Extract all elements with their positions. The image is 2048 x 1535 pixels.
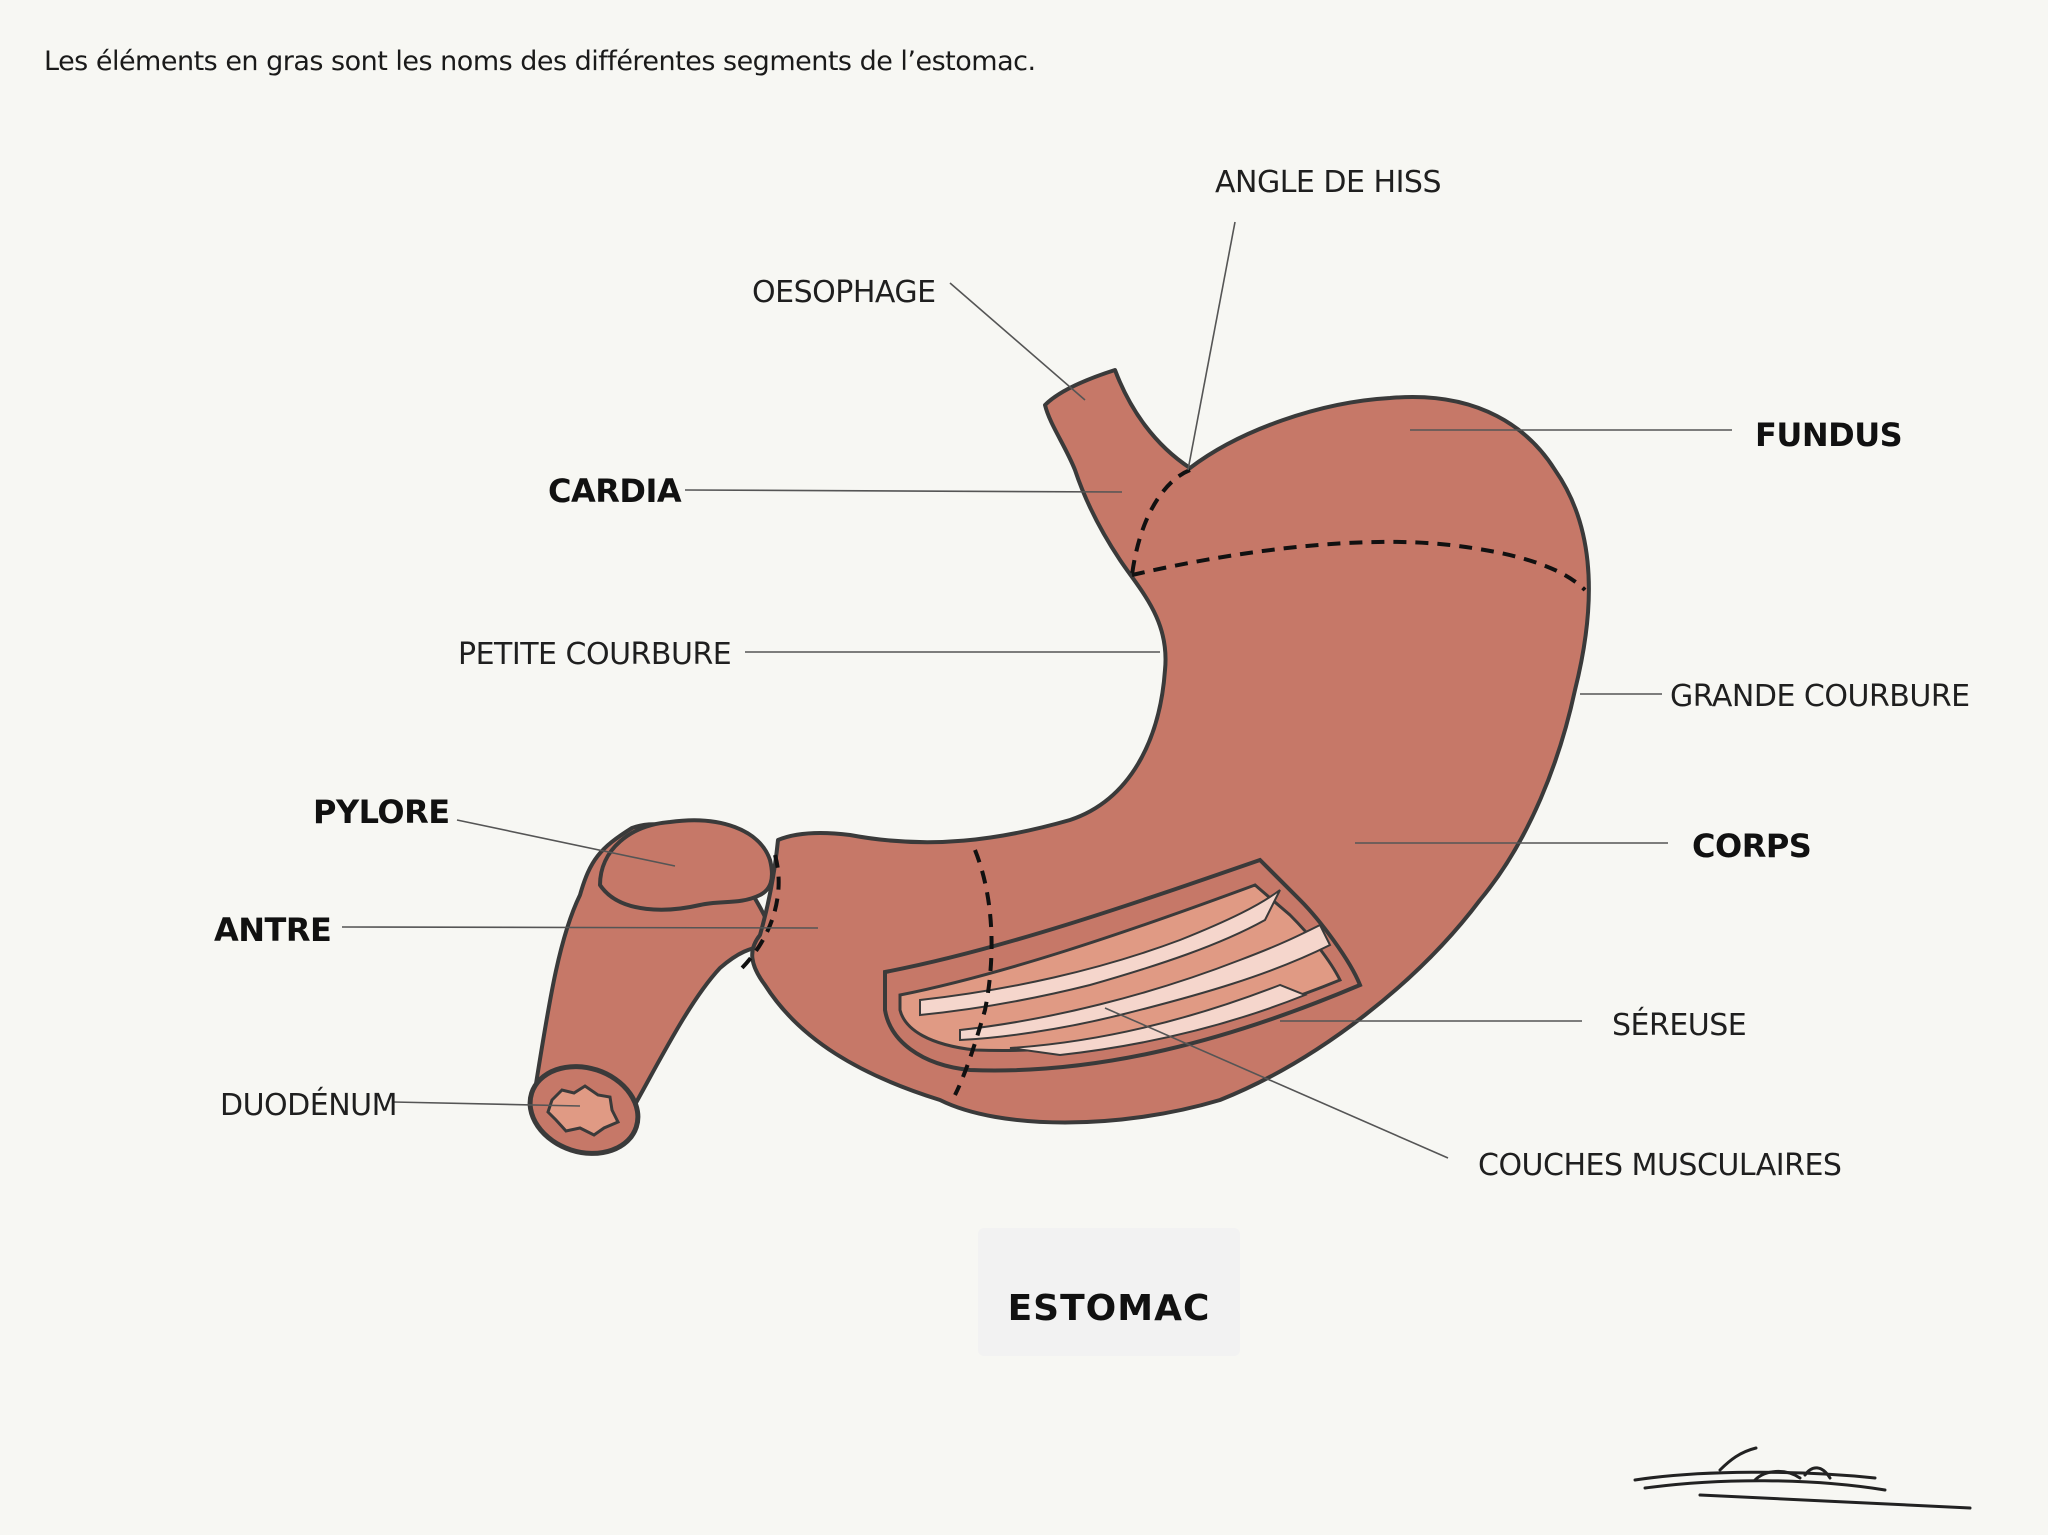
intro-text: Les éléments en gras sont les noms des d… bbox=[44, 46, 1036, 77]
signature bbox=[1633, 1446, 1972, 1510]
muscle-window bbox=[883, 857, 1363, 1073]
label-fundus: FUNDUS bbox=[1755, 416, 1902, 454]
label-grande-courbure: GRANDE COURBURE bbox=[1670, 679, 1970, 714]
label-couches-musculaires: COUCHES MUSCULAIRES bbox=[1478, 1148, 1841, 1183]
label-corps: CORPS bbox=[1692, 827, 1811, 865]
label-pylore: PYLORE bbox=[313, 793, 450, 831]
segment-boundaries bbox=[738, 468, 1587, 1096]
label-duodenum: DUODÉNUM bbox=[220, 1087, 397, 1123]
pylorus-bulb bbox=[598, 818, 774, 912]
duodenum-opening bbox=[527, 1064, 641, 1156]
leader-lines bbox=[341, 221, 1732, 1159]
stomach-body bbox=[750, 368, 1591, 1125]
label-sereuse: SÉREUSE bbox=[1612, 1007, 1746, 1043]
label-antre: ANTRE bbox=[214, 911, 331, 949]
label-angle-de-hiss: ANGLE DE HISS bbox=[1215, 165, 1441, 200]
label-cardia: CARDIA bbox=[548, 472, 682, 510]
diagram-title-box bbox=[978, 1228, 1240, 1356]
diagram-title: ESTOMAC bbox=[1007, 1288, 1211, 1329]
label-oesophage: OESOPHAGE bbox=[752, 275, 936, 310]
label-petite-courbure: PETITE COURBURE bbox=[458, 637, 731, 672]
